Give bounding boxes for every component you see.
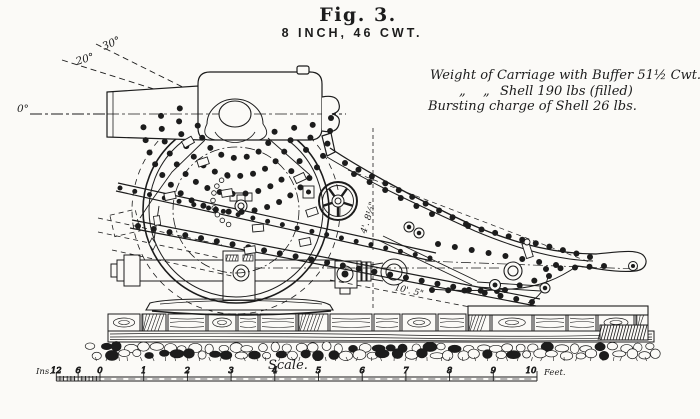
dim-slide-length: 10'. 5" (393, 283, 424, 299)
svg-text:1: 1 (141, 366, 146, 376)
note-line3: Bursting charge of Shell 26 lbs. (427, 99, 637, 114)
rivet-field (117, 105, 638, 305)
svg-text:12: 12 (51, 366, 62, 376)
trunnion (218, 100, 252, 128)
note-line1: Weight of Carriage with Buffer 51½ Cwt. (430, 68, 700, 83)
angle-0-label: 0° (17, 103, 29, 115)
svg-text:0: 0 (97, 366, 103, 376)
figure-subtitle: 8 INCH, 46 CWT. (282, 26, 423, 40)
wood-platform-and-rubble (84, 313, 661, 362)
weight-notes: Weight of Carriage with Buffer 51½ Cwt. … (427, 68, 700, 114)
elevating-handwheel (318, 181, 358, 221)
svg-text:10: 10 (526, 366, 537, 376)
note-ditto1: „ (459, 84, 466, 99)
scale-feet-label: Feet. (543, 368, 566, 378)
figure-title: Fig. 3. (319, 4, 397, 26)
breech-block (197, 71, 323, 141)
svg-text:3: 3 (228, 366, 233, 376)
note-line2: Shell 190 lbs (filled) (500, 84, 633, 99)
svg-text:7: 7 (403, 366, 409, 376)
svg-text:6: 6 (359, 366, 365, 376)
svg-text:6: 6 (75, 366, 81, 376)
angle-30-label: 30° (100, 34, 122, 52)
svg-text:2: 2 (184, 366, 190, 376)
svg-text:4: 4 (271, 366, 277, 376)
svg-text:8: 8 (447, 366, 453, 376)
slide-supports (145, 298, 649, 341)
angle-20-label: 20° (73, 51, 95, 68)
cascabel (321, 95, 340, 133)
scale-inches-label: Ins. (35, 367, 52, 377)
note-ditto2: „ (483, 84, 490, 99)
svg-text:9: 9 (491, 366, 497, 376)
recoil-position-dashes (97, 208, 233, 277)
dimension-lines (329, 128, 471, 308)
dim-trunnion-height: 4'. 8½" (358, 201, 378, 236)
svg-text:5: 5 (316, 366, 321, 376)
tail-hook (576, 250, 647, 273)
scale-label: Scale. (268, 358, 308, 373)
